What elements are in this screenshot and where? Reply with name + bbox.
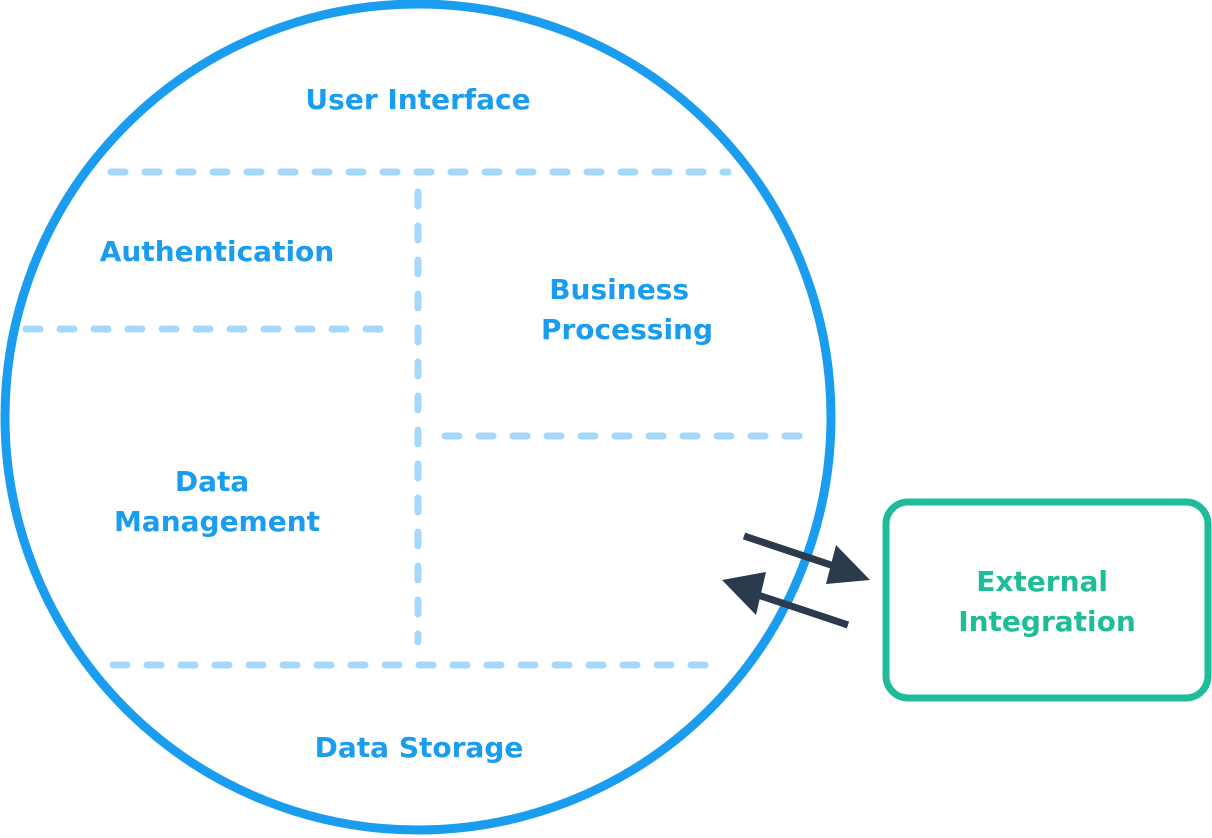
external-integration-box <box>882 498 1212 702</box>
system-boundary-circle <box>0 0 836 835</box>
arrow-left-shaft <box>750 589 850 629</box>
label-business-processing-line1: Business <box>549 273 689 306</box>
label-data-storage: Data Storage <box>315 731 524 764</box>
label-data-management-line2: Management <box>114 505 320 538</box>
label-data-management-line1: Data <box>175 465 249 498</box>
region-dividers <box>22 168 814 669</box>
label-external-integration-line1: External <box>976 565 1108 598</box>
arrow-right-icon <box>742 532 870 584</box>
label-data-management: Data Management <box>114 465 320 538</box>
arrow-right-shaft <box>742 532 842 572</box>
arrow-left-head <box>722 572 766 615</box>
label-business-processing-line2: Processing <box>541 313 713 346</box>
label-external-integration-line2: Integration <box>958 605 1136 638</box>
label-authentication: Authentication <box>100 235 334 268</box>
label-business-processing: Business Processing <box>541 273 713 346</box>
arrow-right-head <box>826 545 870 584</box>
arrow-left-icon <box>722 572 850 629</box>
label-external-integration: External Integration <box>958 565 1136 638</box>
label-user-interface: User Interface <box>305 83 530 116</box>
